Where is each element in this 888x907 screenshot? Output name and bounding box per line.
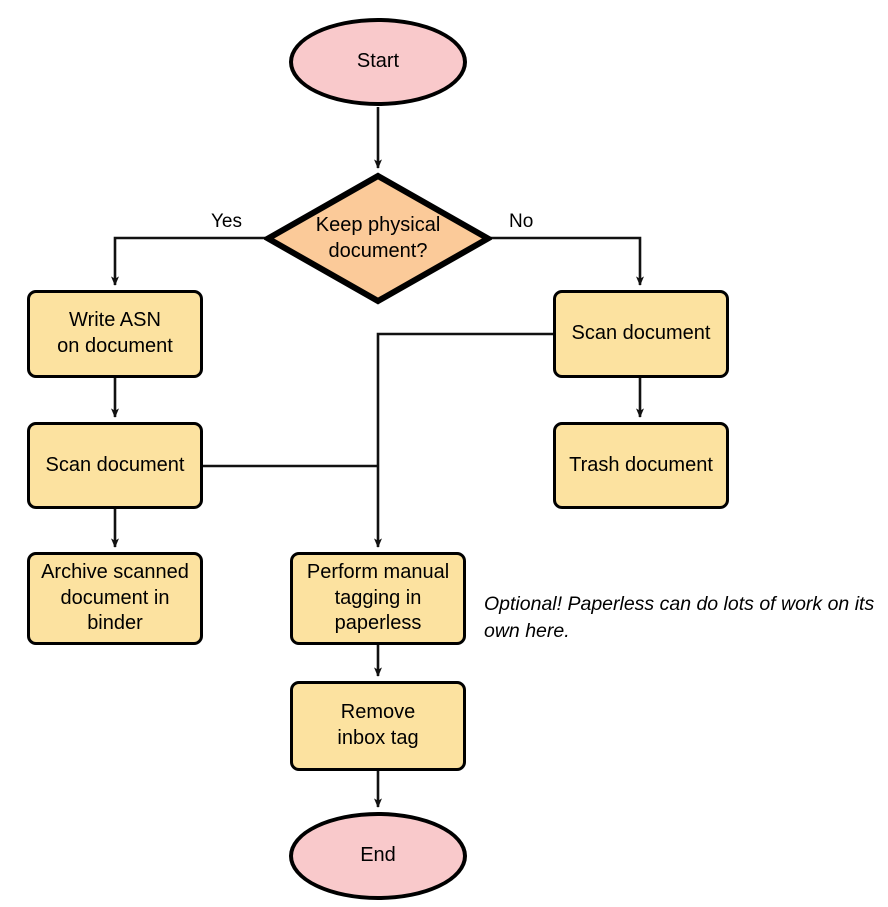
decision-label-line-1: Keep physical	[315, 213, 441, 236]
node-scan-document-left[interactable]: Scan document	[27, 422, 203, 509]
annotation-line-1: Optional! Paperless can do lots of work …	[484, 593, 850, 615]
decision-label-line-2: document?	[328, 239, 428, 262]
node-scan-document-right[interactable]: Scan document	[553, 290, 729, 378]
archive-line-1: Archive scanned	[41, 561, 189, 584]
edge-scan-right-to-manual-tagging	[374, 332, 553, 548]
remove-inbox-line-1: Remove	[340, 701, 416, 724]
edge-label-yes: Yes	[211, 211, 242, 232]
archive-line-3: binder	[87, 612, 143, 635]
write-asn-line-1: Write ASN	[69, 309, 161, 332]
node-archive-binder-label: Archive scanned document in binder	[41, 560, 189, 637]
edge-label-no: No	[509, 211, 534, 232]
node-perform-manual-tagging-in-paperless[interactable]: Perform manual tagging in paperless	[290, 552, 466, 645]
remove-inbox-line-2: inbox tag	[337, 727, 419, 749]
node-keep-physical-document-label: Keep physical document?	[264, 213, 492, 264]
diamond-shape	[264, 172, 492, 305]
node-scan-document-left-label: Scan document	[45, 453, 185, 476]
write-asn-line-2: on document	[57, 335, 173, 357]
edge-decision-no-to-scan-right	[490, 236, 644, 286]
node-remove-inbox-tag-label: Remove inbox tag	[337, 700, 418, 751]
node-end[interactable]: End	[289, 812, 467, 900]
manual-tagging-line-1: Perform manual	[306, 561, 450, 584]
node-manual-tagging-label: Perform manual tagging in paperless	[307, 560, 449, 637]
manual-tagging-line-3: paperless	[334, 612, 422, 635]
annotation-optional-note: Optional! Paperless can do lots of work …	[484, 591, 888, 645]
node-remove-inbox-tag[interactable]: Remove inbox tag	[290, 681, 466, 771]
edge-decision-yes-to-write-asn	[111, 236, 266, 286]
node-trash-document[interactable]: Trash document	[553, 422, 729, 509]
node-keep-physical-document[interactable]: Keep physical document?	[264, 172, 492, 305]
node-start[interactable]: Start	[289, 18, 467, 106]
node-end-label: End	[360, 844, 396, 867]
node-write-asn-on-document[interactable]: Write ASN on document	[27, 290, 203, 378]
node-write-asn-label: Write ASN on document	[57, 308, 173, 359]
node-archive-scanned-document-in-binder[interactable]: Archive scanned document in binder	[27, 552, 203, 645]
annotation-line-2: its own here.	[484, 593, 875, 642]
archive-line-2: document in	[60, 586, 170, 609]
node-trash-document-label: Trash document	[569, 453, 713, 476]
node-scan-document-right-label: Scan document	[571, 322, 711, 345]
node-start-label: Start	[356, 50, 400, 73]
manual-tagging-line-2: tagging in	[334, 586, 422, 609]
